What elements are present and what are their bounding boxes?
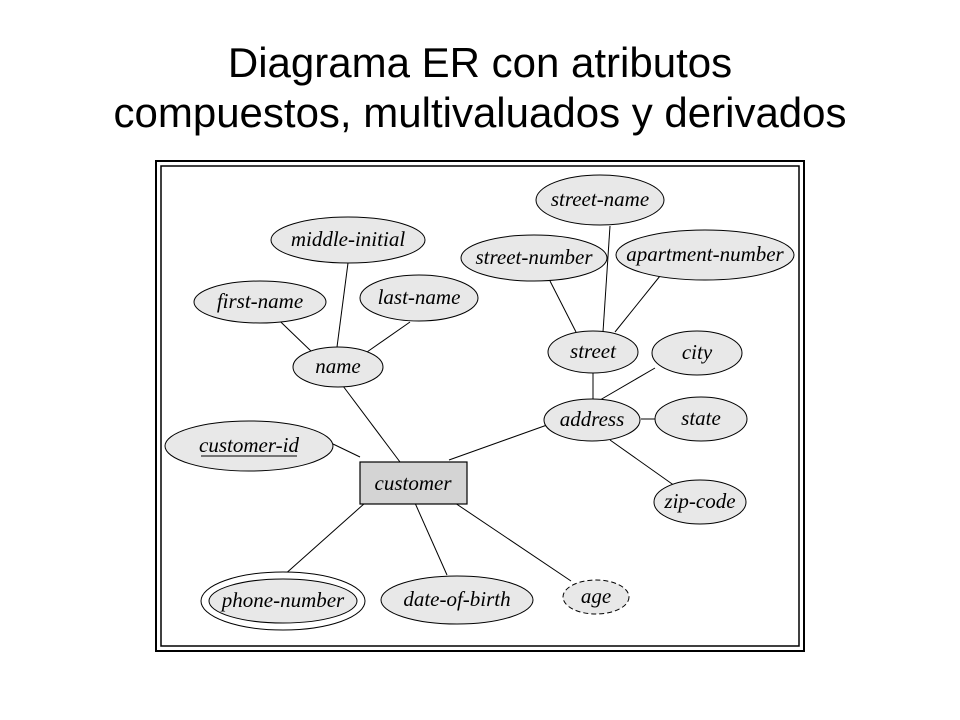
attr-apartment-number: apartment-number bbox=[615, 229, 795, 281]
frame-inner bbox=[160, 165, 800, 647]
attr-street-number: street-number bbox=[460, 234, 608, 282]
attr-apartment-number-label: apartment-number bbox=[626, 242, 784, 266]
attr-address-label: address bbox=[560, 407, 625, 431]
attr-first-name: first-name bbox=[193, 280, 327, 324]
attr-street-name: street-name bbox=[535, 174, 665, 226]
er-diagram: customer name first-name middle-initial … bbox=[155, 160, 805, 652]
entity-customer: customer bbox=[359, 461, 468, 505]
attr-customer-id: customer-id bbox=[164, 420, 334, 472]
attr-middle-initial-label: middle-initial bbox=[291, 227, 405, 251]
attr-customer-id-label: customer-id bbox=[199, 433, 299, 457]
attr-age-label: age bbox=[581, 584, 611, 608]
attr-name-label: name bbox=[315, 354, 361, 378]
attr-last-name-label: last-name bbox=[378, 285, 461, 309]
attr-address: address bbox=[543, 398, 641, 442]
title-line-1: Diagrama ER con atributos bbox=[227, 39, 733, 86]
attr-phone-number-label: phone-number bbox=[220, 588, 345, 612]
attr-age: age bbox=[562, 579, 630, 615]
attr-name: name bbox=[292, 346, 384, 388]
attr-state-label: state bbox=[681, 406, 721, 430]
entity-customer-label: customer bbox=[375, 471, 453, 495]
attr-zip-code-label: zip-code bbox=[663, 489, 735, 513]
attr-street-name-label: street-name bbox=[551, 187, 649, 211]
connectors bbox=[259, 225, 676, 582]
attr-street-label: street bbox=[570, 339, 617, 363]
attr-city: city bbox=[651, 330, 743, 376]
attr-street-number-label: street-number bbox=[475, 245, 593, 269]
attr-date-of-birth-label: date-of-birth bbox=[403, 587, 510, 611]
title-line-2: compuestos, multivaluados y derivados bbox=[113, 89, 847, 136]
attr-date-of-birth: date-of-birth bbox=[380, 575, 534, 625]
attr-phone-number: phone-number bbox=[200, 571, 366, 631]
attr-zip-code: zip-code bbox=[653, 479, 747, 525]
attr-street: street bbox=[547, 330, 639, 374]
slide-title: Diagrama ER con atributos compuestos, mu… bbox=[0, 38, 960, 138]
attr-city-label: city bbox=[682, 340, 713, 364]
attr-middle-initial: middle-initial bbox=[270, 216, 426, 264]
attr-state: state bbox=[654, 396, 748, 442]
attr-first-name-label: first-name bbox=[217, 289, 303, 313]
attr-last-name: last-name bbox=[359, 274, 479, 322]
